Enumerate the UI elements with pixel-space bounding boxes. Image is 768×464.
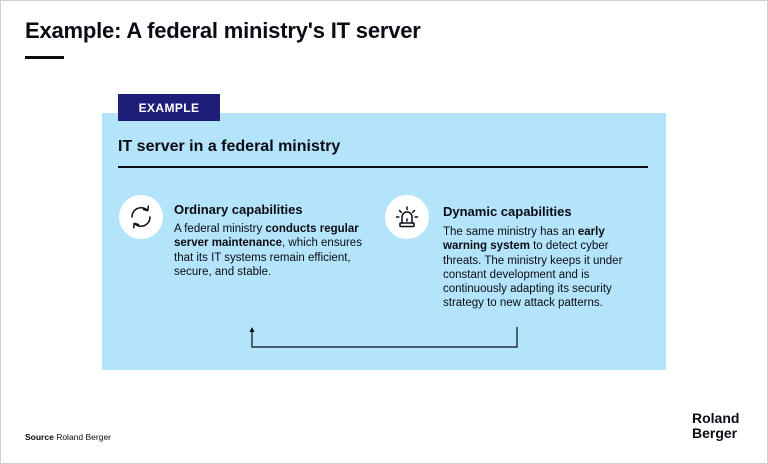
example-tag: EXAMPLE xyxy=(118,94,220,121)
alarm-siren-icon xyxy=(385,195,429,239)
source-value: Roland Berger xyxy=(53,432,111,442)
feedback-arrow xyxy=(249,327,518,348)
dynamic-capabilities-text: The same ministry has an early warning s… xyxy=(443,225,648,311)
example-panel xyxy=(102,113,666,370)
ordinary-text-end: , which ensures that its IT systems rema… xyxy=(174,237,362,278)
page-title: Example: A federal ministry's IT server xyxy=(25,18,421,43)
ordinary-text-highlight: conducts regular server maintenance xyxy=(174,223,359,250)
ordinary-capabilities-title: Ordinary capabilities xyxy=(174,202,303,217)
source-note: Source Roland Berger xyxy=(25,432,111,442)
panel-divider xyxy=(118,166,648,168)
dynamic-text-highlight: early warning system xyxy=(443,226,605,253)
logo-line-2: Berger xyxy=(692,425,738,441)
ordinary-capabilities-text: A federal ministry conducts regular serv… xyxy=(174,222,370,279)
ordinary-text-start: A federal ministry xyxy=(174,223,266,235)
dynamic-capabilities-title: Dynamic capabilities xyxy=(443,204,572,219)
title-underline xyxy=(25,56,64,59)
source-label: Source xyxy=(25,432,54,442)
roland-berger-logo: Roland Berger xyxy=(692,411,739,441)
dynamic-text-start: The same ministry has an xyxy=(443,226,578,238)
panel-title: IT server in a federal ministry xyxy=(118,138,341,155)
logo-line-1: Roland xyxy=(692,410,740,426)
dynamic-text-end: to detect cyber threats. The ministry ke… xyxy=(443,240,623,310)
refresh-cycle-icon xyxy=(119,195,163,239)
